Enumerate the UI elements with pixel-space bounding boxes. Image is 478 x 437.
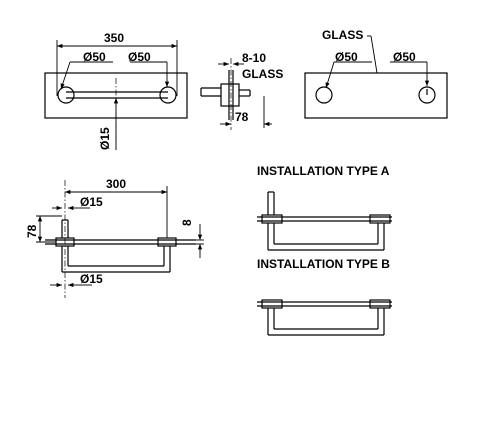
width-dimension: 350 [104,31,124,45]
left-hole-diameter: Ø50 [83,50,106,64]
mid-height-dimension: 78 [25,224,39,238]
mid-top-bar-diameter: Ø15 [80,195,103,209]
installation-type-b: INSTALLATION TYPE B [257,257,392,336]
glass-thickness: 8-10 [242,51,266,65]
side-glass-label: GLASS [242,67,283,81]
mid-width-dimension: 300 [106,177,126,191]
left-hole [57,86,75,104]
depth-dimension: 78 [235,110,249,124]
glass-label: GLASS [322,28,363,42]
bar-diameter: Ø15 [98,127,112,150]
front-view: 350 Ø50 Ø50 Ø15 [44,31,188,150]
mid-bottom-bar-diameter: Ø15 [80,272,103,286]
glass-right-hole-diameter: Ø50 [393,50,416,64]
mid-thickness-dimension: 8 [180,219,194,226]
installation-type-a-title: INSTALLATION TYPE A [257,164,390,178]
right-hole-diameter: Ø50 [128,50,151,64]
installation-type-b-title: INSTALLATION TYPE B [257,257,390,271]
installation-type-a: INSTALLATION TYPE A [257,164,392,251]
installed-side-view: 300 Ø15 78 8 Ø15 [25,177,204,298]
glass-left-hole-diameter: Ø50 [335,50,358,64]
right-hole [159,86,177,104]
glass-view: GLASS Ø50 Ø50 [304,28,448,119]
side-view: 8-10 GLASS 78 [200,51,283,130]
